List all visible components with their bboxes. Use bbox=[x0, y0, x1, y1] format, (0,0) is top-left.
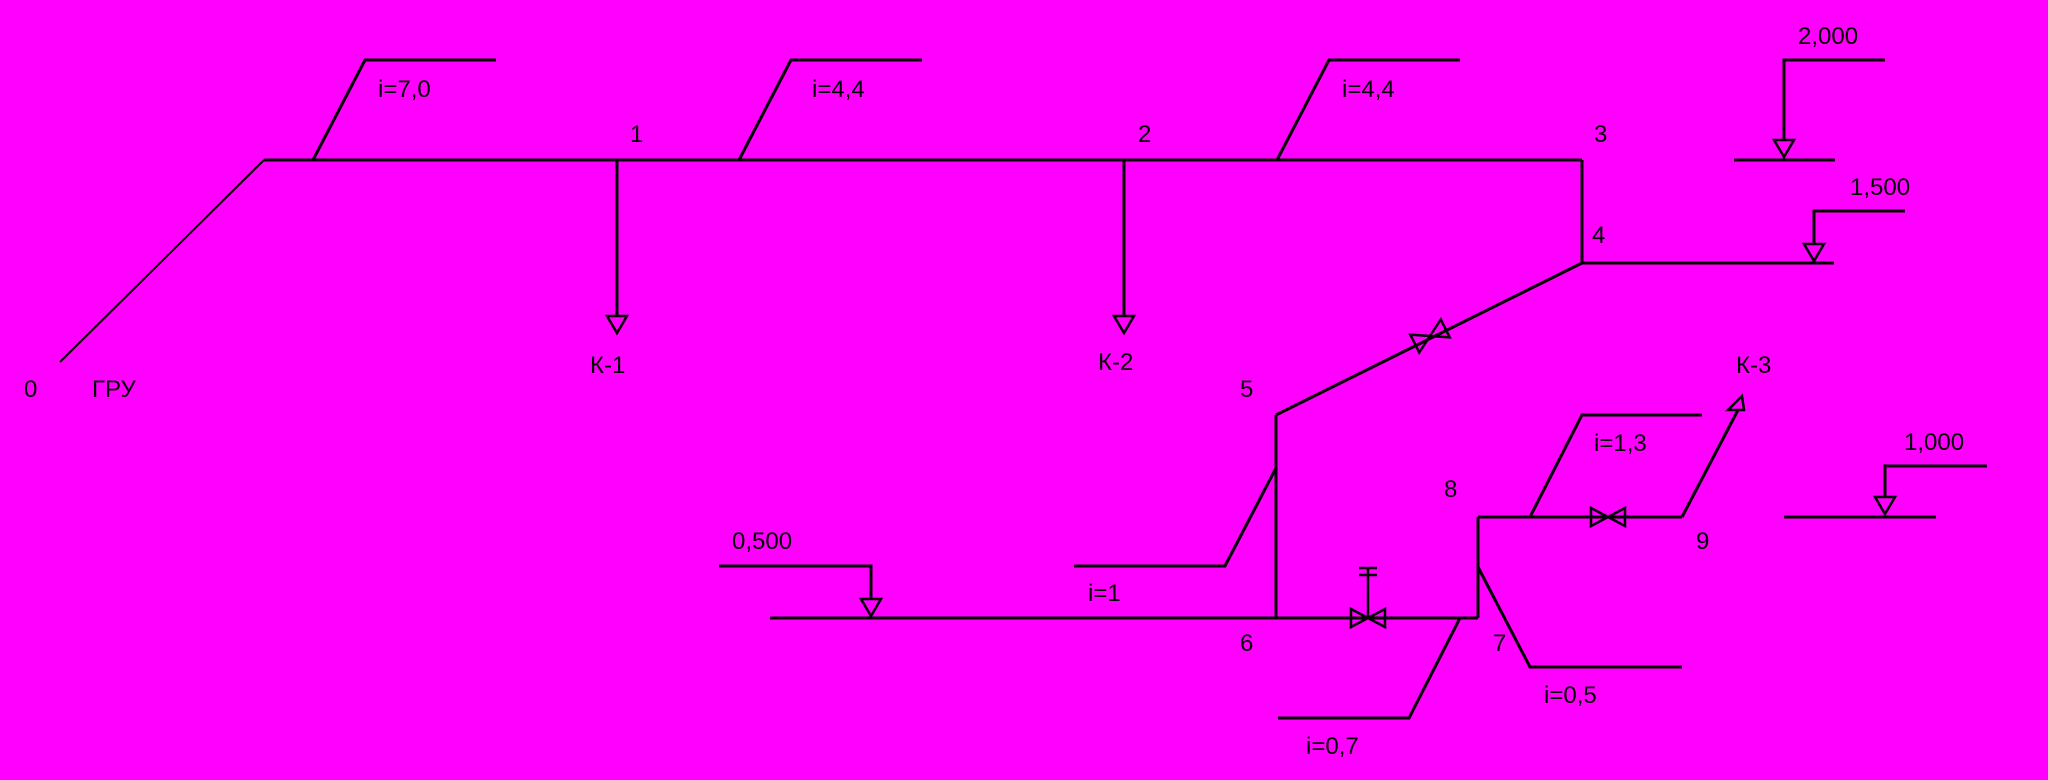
slope-label-5: i=1 bbox=[1088, 580, 1121, 607]
elevation-marks bbox=[719, 58, 1987, 619]
slope-label-3: i=4,4 bbox=[1342, 76, 1395, 103]
node-label-3: 3 bbox=[1594, 121, 1607, 148]
slope-label-2: i=4,4 bbox=[812, 76, 865, 103]
slope-label-4: i=1,3 bbox=[1594, 430, 1647, 457]
elevation-label-2: 1,500 bbox=[1850, 174, 1910, 201]
slope-leader-1 bbox=[311, 58, 496, 161]
consumer-label-k2: К-2 bbox=[1098, 349, 1133, 376]
stem-valve-icon bbox=[1349, 566, 1387, 630]
pipe-diagonal-9-k3 bbox=[1680, 409, 1740, 518]
elevation-leader-4 bbox=[719, 564, 873, 599]
elevation-triangle-icon bbox=[1872, 495, 1898, 517]
slope-leader-5 bbox=[1074, 467, 1278, 568]
node-label-8: 8 bbox=[1444, 476, 1457, 503]
node-labels: 0 1 2 3 4 5 6 7 8 9 ГРУ bbox=[24, 121, 1709, 657]
arrow-down-icon bbox=[1111, 314, 1137, 336]
elevation-leader-2 bbox=[1812, 209, 1905, 244]
elevation-triangle-icon bbox=[1801, 242, 1827, 264]
consumer-label-k3: К-3 bbox=[1736, 352, 1771, 379]
elevation-label-4: 0,500 bbox=[732, 528, 792, 555]
pipe-network bbox=[59, 158, 1834, 620]
valve-icon bbox=[1589, 505, 1627, 529]
slope-leader-7 bbox=[1278, 617, 1462, 720]
node-label-9: 9 bbox=[1696, 528, 1709, 555]
node-label-5: 5 bbox=[1240, 376, 1253, 403]
consumer-label-k1: К-1 bbox=[590, 352, 625, 379]
elevation-triangle-icon bbox=[1771, 138, 1797, 160]
valves bbox=[1349, 316, 1627, 630]
consumer-drops bbox=[604, 160, 1746, 412]
elevation-label-1: 2,000 bbox=[1798, 23, 1858, 50]
elevation-leader-3 bbox=[1883, 464, 1987, 497]
node-label-6: 6 bbox=[1240, 630, 1253, 657]
node-label-2: 2 bbox=[1138, 121, 1151, 148]
elevation-label-3: 1,000 bbox=[1904, 429, 1964, 456]
slope-labels: i=7,0 i=4,4 i=4,4 i=1,3 i=1 i=0,5 i=0,7 bbox=[378, 76, 1647, 760]
slope-leader-4 bbox=[1528, 413, 1702, 518]
slope-leader-3 bbox=[1275, 58, 1460, 161]
valve-icon bbox=[1408, 316, 1452, 356]
elevation-leader-1 bbox=[1782, 58, 1885, 140]
node-label-0: 0 bbox=[24, 376, 37, 403]
slope-leaders bbox=[311, 58, 1702, 720]
node-label-7: 7 bbox=[1493, 630, 1506, 657]
slope-label-7: i=0,7 bbox=[1306, 733, 1359, 760]
slope-label-6: i=0,5 bbox=[1544, 682, 1597, 709]
elevation-triangle-icon bbox=[858, 597, 884, 619]
slope-label-1: i=7,0 bbox=[378, 76, 431, 103]
node-label-4: 4 bbox=[1592, 222, 1605, 249]
pipe-segment-0 bbox=[59, 159, 265, 363]
elevation-labels: 2,000 1,500 1,000 0,500 bbox=[732, 23, 1964, 555]
consumer-labels: К-1 К-2 К-3 bbox=[590, 349, 1771, 379]
slope-leader-6 bbox=[1476, 566, 1682, 669]
slope-leader-2 bbox=[737, 58, 922, 161]
arrow-up-icon bbox=[1724, 393, 1746, 412]
arrow-down-icon bbox=[604, 314, 630, 336]
node-label-1: 1 bbox=[630, 121, 643, 148]
node-ref-label: ГРУ bbox=[92, 376, 136, 403]
